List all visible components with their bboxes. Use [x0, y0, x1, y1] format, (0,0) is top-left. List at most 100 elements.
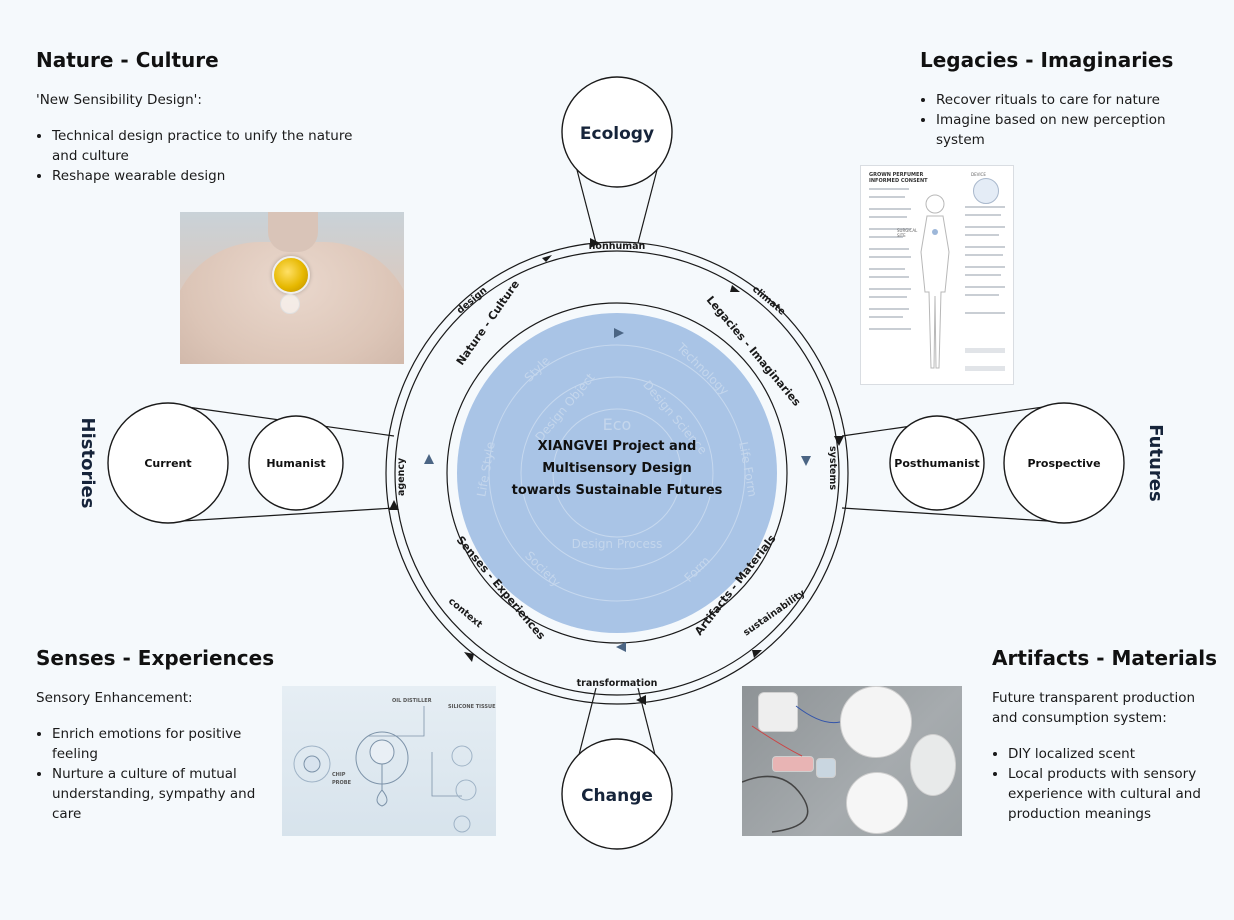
panel-title: Nature - Culture: [36, 48, 219, 72]
disc-label-design-process: Design Process: [572, 537, 663, 551]
panel-title: Legacies - Imaginaries: [920, 48, 1174, 72]
panel-nature-culture: Nature - Culture 'New Sensibility Design…: [36, 48, 376, 186]
text-line: [869, 208, 911, 210]
bullet-item: Enrich emotions for positive feeling: [52, 724, 276, 764]
label-climate: climate: [750, 284, 787, 318]
device-board: [772, 756, 814, 772]
body-outline-icon: [920, 194, 950, 369]
text-line: [869, 228, 911, 230]
scent-devices-photo: [742, 686, 962, 836]
node-humanist: Humanist: [248, 415, 344, 511]
side-title-futures: Futures: [1145, 424, 1166, 501]
node-ecology: Ecology: [561, 76, 673, 188]
oil-distiller-diagram-image: OIL DISTILLER SILICONE TISSUE CHIP PROBE: [282, 686, 496, 836]
arrow-icon: [464, 652, 474, 662]
text-line: [869, 216, 907, 218]
text-line: [869, 256, 911, 258]
bullet-item: Reshape wearable design: [52, 166, 376, 186]
arrow-icon: [542, 255, 552, 262]
side-title-histories: Histories: [77, 418, 98, 509]
arrow-up-icon: [389, 500, 399, 510]
bullet-list: Enrich emotions for positive feeling Nur…: [36, 724, 276, 824]
arrow-up-icon: [424, 454, 434, 464]
wearable-chest-photo: [180, 212, 404, 364]
text-line: [965, 226, 1005, 228]
center-title: XIANGVEI Project and Multisensory Design…: [512, 439, 723, 498]
device-fan: [758, 692, 798, 732]
bullet-item: Recover rituals to care for nature: [936, 90, 1200, 110]
text-line: [869, 308, 909, 310]
text-line: [869, 268, 905, 270]
device-icon: [973, 178, 999, 204]
device-dish: [840, 686, 912, 758]
arrow-down-icon: [801, 456, 811, 466]
text-line: [869, 236, 903, 238]
wearable-bulb: [280, 294, 300, 314]
outer-ring-a: [394, 250, 840, 696]
inner-ring: [446, 302, 788, 644]
caption-chip: CHIP: [332, 772, 346, 778]
bullet-list: DIY localized scent Local products with …: [992, 744, 1222, 824]
arrow-left-icon: [616, 642, 626, 652]
center-title-line-3: towards Sustainable Futures: [512, 483, 723, 498]
text-line: [965, 206, 1005, 208]
node-current: Current: [107, 402, 229, 524]
arrow-right-icon: [614, 328, 624, 338]
consent-heading: GROWN PERFUMER INFORMED CONSENT: [869, 172, 928, 184]
caption-probe: PROBE: [332, 780, 351, 786]
central-disc: [457, 313, 777, 633]
node-prospective: Prospective: [1003, 402, 1125, 524]
text-line: [869, 276, 909, 278]
panel-legacies-imaginaries: Legacies - Imaginaries Recover rituals t…: [920, 48, 1200, 150]
device-grid-cup: [846, 772, 908, 834]
device-cube: [816, 758, 836, 778]
distiller-illustration: [293, 706, 477, 833]
device-label: DEVICE: [971, 172, 986, 177]
ring-arrows: [389, 238, 844, 705]
arrow-down-icon: [834, 436, 844, 446]
panel-artifacts-materials: Artifacts - Materials Future transparent…: [992, 646, 1222, 824]
label-agency: agency: [396, 457, 407, 496]
text-line: [869, 328, 911, 330]
node-change-label: Change: [581, 786, 653, 806]
node-prospective-label: Prospective: [1027, 457, 1100, 470]
bullet-list: Recover rituals to care for nature Imagi…: [920, 90, 1200, 150]
panel-intro: Sensory Enhancement:: [36, 690, 193, 706]
panel-title: Senses - Experiences: [36, 646, 275, 670]
center-title-line-1: XIANGVEI Project and: [538, 439, 697, 454]
text-line: [965, 254, 1003, 256]
neck-shape: [268, 212, 318, 252]
bullet-list: Technical design practice to unify the n…: [36, 126, 376, 186]
panel-senses-experiences: Senses - Experiences Sensory Enhancement…: [36, 646, 276, 824]
caption-silicone-tissue: SILICONE TISSUE: [448, 704, 496, 710]
label-sustainability: sustainability: [741, 587, 808, 638]
text-line: [869, 288, 911, 290]
bullet-item: Local products with sensory experience w…: [1008, 764, 1222, 824]
node-change: Change: [561, 738, 673, 850]
text-line: [965, 286, 1005, 288]
text-line: [869, 316, 903, 318]
arrow-icon: [752, 650, 762, 658]
arrow-icon: [730, 285, 740, 292]
text-line: [965, 294, 999, 296]
text-line: [965, 266, 1005, 268]
node-current-label: Current: [144, 457, 191, 470]
label-design: design: [455, 285, 490, 317]
inner-rings: [488, 344, 746, 602]
node-posthumanist: Posthumanist: [889, 415, 985, 511]
bullet-item: Technical design practice to unify the n…: [52, 126, 376, 166]
bullet-item: Nurture a culture of mutual understandin…: [52, 764, 276, 824]
surgical-site-label: SURGICAL SITE: [897, 228, 918, 238]
label-transformation: transformation: [577, 678, 658, 689]
text-line: [869, 296, 907, 298]
arrow-left-icon: [636, 695, 646, 705]
label-nonhuman: nonhuman: [589, 241, 646, 252]
cable-lines: [742, 705, 841, 833]
arrow-right-icon: [590, 238, 600, 248]
caption-oil-distiller: OIL DISTILLER: [392, 698, 432, 704]
text-line: [965, 214, 1001, 216]
wearable-device: [272, 256, 310, 294]
text-line: [965, 312, 1005, 314]
node-ecology-label: Ecology: [580, 124, 654, 144]
